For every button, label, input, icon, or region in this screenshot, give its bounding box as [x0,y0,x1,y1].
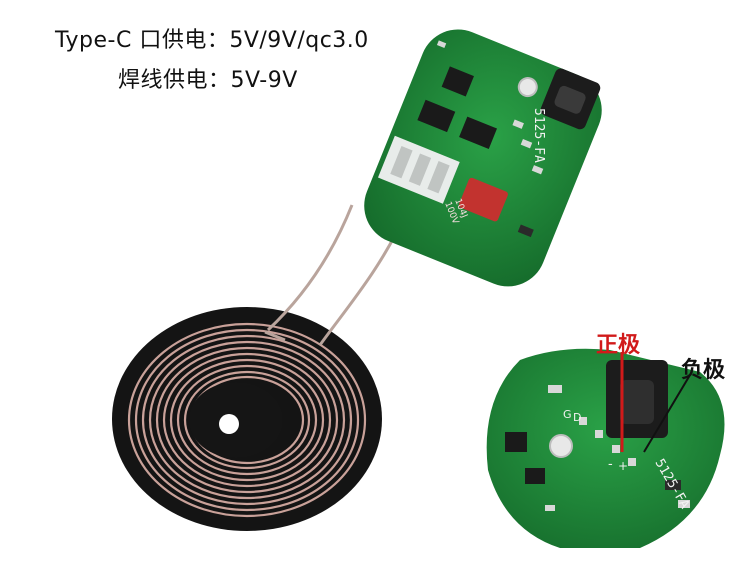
solder-supply-caption: 焊线供电：5V-9V [118,68,298,93]
inset-mounting-hole [549,434,573,458]
resonant-capacitor [458,177,508,222]
negative-terminal-label: 负极 [681,357,726,383]
main-pcb [364,29,602,287]
mounting-hole [517,77,538,98]
charging-coil [112,204,407,531]
main-board-model-text: 5125-FA [531,108,546,163]
pad-label-d: D [573,411,581,424]
pad-label-g: G [563,408,572,421]
pcb-board [364,29,602,287]
inset-controller-chip [505,432,527,452]
mosfet-chip-1 [417,99,456,133]
pad-label-minus: - [608,457,613,472]
pad-label-plus: + [618,459,628,473]
typec-supply-caption: Type-C 口供电：5V/9V/qc3.0 [55,28,369,53]
mosfet-chip-2 [459,116,498,149]
inset-transistor [525,468,545,484]
positive-terminal-label: 正极 [596,332,641,358]
inset-pcb-closeup [486,348,725,548]
controller-chip [441,66,474,97]
negative-pointer-line [643,374,691,453]
coil-center-hole [219,414,239,434]
